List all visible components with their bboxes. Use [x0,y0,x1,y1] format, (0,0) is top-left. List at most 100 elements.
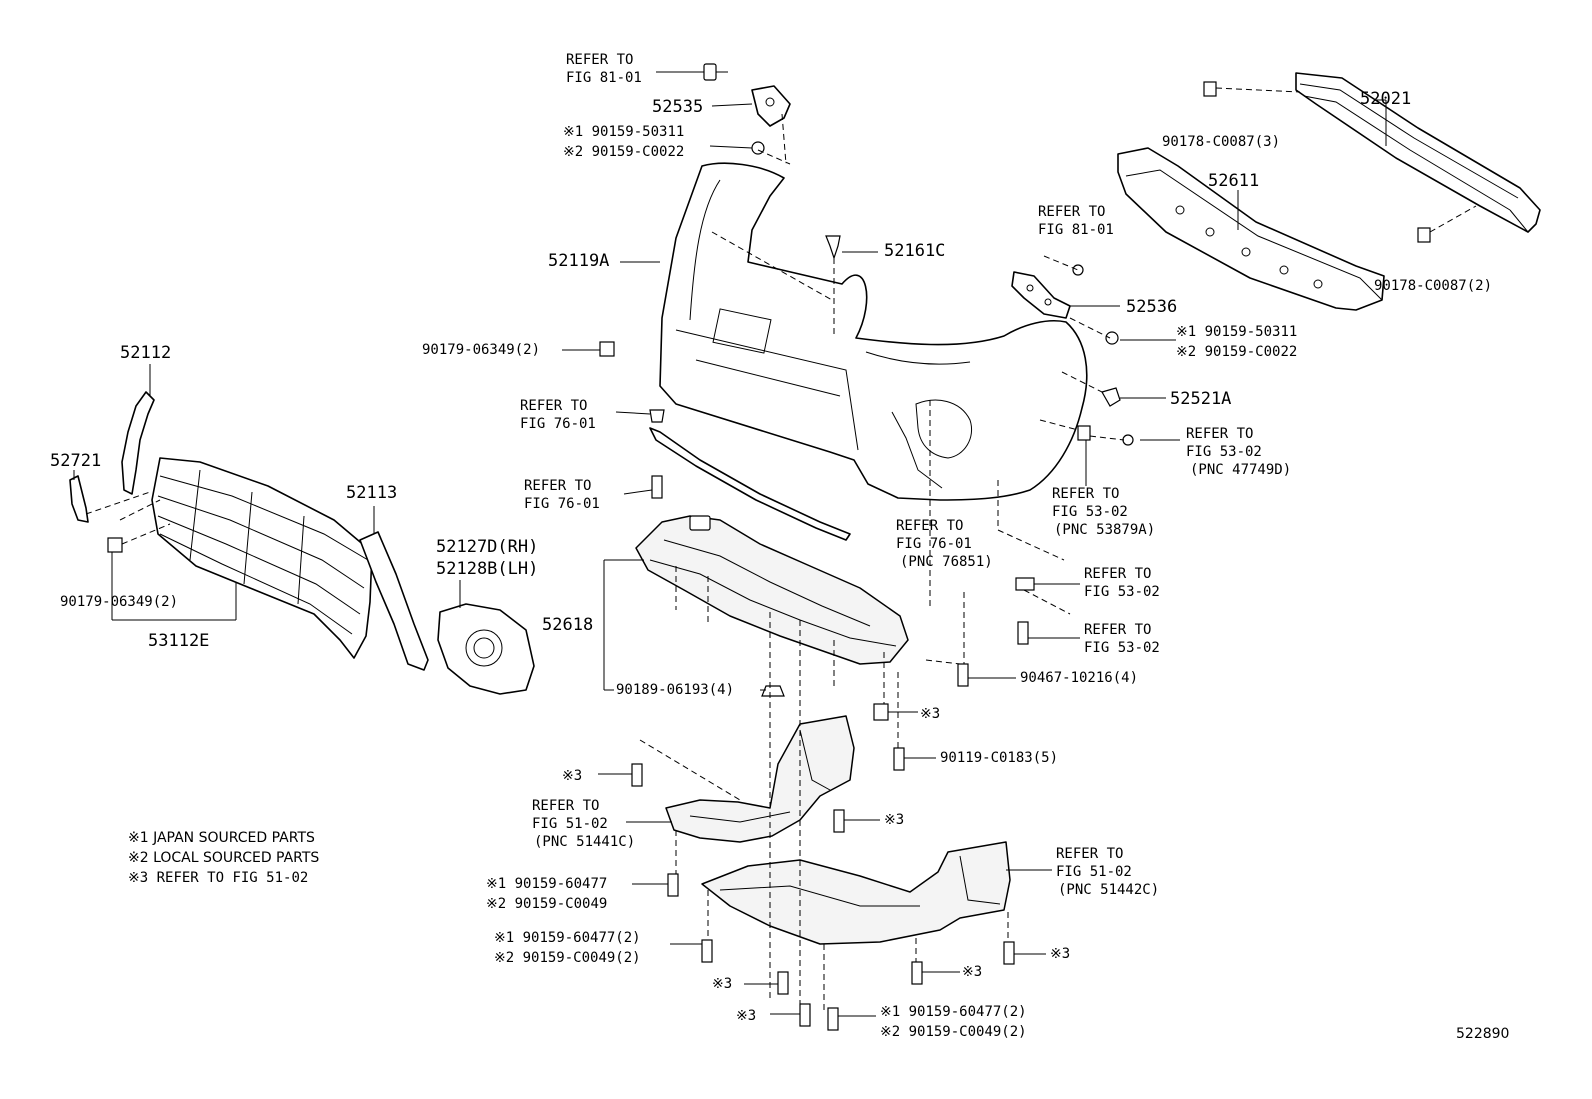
part-51442C-cover [701,841,1011,945]
label: 90178-C0087(3) [1162,134,1280,150]
part-52127D-fog-cover [437,603,535,695]
label: ※3 [712,976,732,992]
bolt-icon [799,1003,811,1027]
label: (PNC 51442C) [1058,882,1159,898]
label: FIG 76-01 [520,416,596,432]
label: 52127D(RH) [436,537,538,557]
bolt-icon [703,63,728,81]
label: 52536 [1126,297,1177,317]
label: REFER TO [1052,486,1119,502]
label: 52611 [1208,171,1259,191]
bolt-icon [833,809,845,833]
label: ※2 90159-C0049(2) [880,1024,1027,1040]
label: FIG 53-02 [1084,584,1160,600]
label: ※2 90159-C0022 [1176,344,1297,360]
clip-icon [761,685,785,697]
label: (PNC 51441C) [534,834,635,850]
label: 90467-10216(4) [1020,670,1138,686]
labels: REFER TO FIG 81-01 52535 ※1 90159-50311 … [50,52,1509,1042]
label: 52521A [1170,389,1231,409]
nut-icon [1105,331,1119,345]
bolt-icon [631,763,643,787]
bolt-icon [651,475,663,499]
label: FIG 53-02 [1186,444,1262,460]
clip-icon [599,341,615,357]
label: FIG 51-02 [532,816,608,832]
label: ※3 [1050,946,1070,962]
label: 52021 [1360,89,1411,109]
label: ※1 90159-50311 [563,124,684,140]
label: ※2 90159-C0049 [486,896,607,912]
bolt-icon [1122,434,1134,446]
label: (PNC 53879A) [1054,522,1155,538]
label: 53112E [148,631,209,651]
bolt-icon [667,873,679,897]
part-52536-bracket [1011,271,1071,319]
clip-icon [825,235,841,260]
label: ※2 90159-C0049(2) [494,950,641,966]
label: FIG 76-01 [524,496,600,512]
label: ※1 90159-60477(2) [880,1004,1027,1020]
bolt-icon [893,747,905,771]
bolt-icon [827,1007,839,1031]
bolt-icon [701,939,713,963]
bolt-icon [1003,941,1015,965]
label: 52113 [346,483,397,503]
label: FIG 51-02 [1056,864,1132,880]
nut-icon [1417,227,1431,243]
label: ※1 90159-60477 [486,876,607,892]
part-52618-cover [635,515,909,665]
label: FIG 81-01 [1038,222,1114,238]
fasteners [107,63,1431,1031]
part-51441C-guard [665,715,855,843]
label: 90179-06349(2) [60,594,178,610]
clip-icon [1015,577,1035,591]
clip-icon [649,409,665,423]
bolt-icon [777,971,789,995]
legend-note: ※3 REFER TO FIG 51-02 [128,870,308,886]
label: FIG 81-01 [566,70,642,86]
bolt-icon [1077,425,1091,441]
label: ※3 [884,812,904,828]
part-52721 [69,475,89,523]
label: ※3 [962,964,982,980]
label: REFER TO [532,798,599,814]
legend-note: ※2 LOCAL SOURCED PARTS [128,850,319,866]
label: (PNC 47749D) [1190,462,1291,478]
label: ※1 90159-50311 [1176,324,1297,340]
part-52112-strip [121,391,155,495]
label: 52618 [542,615,593,635]
label: 52119A [548,251,609,271]
label: (PNC 76851) [900,554,993,570]
label: REFER TO [520,398,587,414]
label: ※3 [562,768,582,784]
diagram-code: 522890 [1456,1026,1509,1042]
label: ※3 [736,1008,756,1024]
label: 52112 [120,343,171,363]
label: REFER TO [524,478,591,494]
dash-lines [85,87,1477,1010]
label: 90179-06349(2) [422,342,540,358]
label: FIG 53-02 [1052,504,1128,520]
part-52535-bracket [751,85,791,127]
nut-icon [1203,81,1217,97]
label: 52721 [50,451,101,471]
part-52021-reinforcement [1295,72,1541,233]
bolt-icon [1072,264,1084,276]
bolt-icon [911,961,923,985]
label: ※3 [920,706,940,722]
label: 90178-C0087(2) [1374,278,1492,294]
label: FIG 53-02 [1084,640,1160,656]
label: REFER TO [1056,846,1123,862]
label: 52128B(LH) [436,559,538,579]
part-52113-strip [359,531,429,671]
clip-icon [107,537,123,553]
bolt-icon [957,663,969,687]
label: FIG 76-01 [896,536,972,552]
label: ※2 90159-C0022 [563,144,684,160]
part-52611-absorber [1117,147,1385,311]
label: REFER TO [1186,426,1253,442]
label: 90119-C0183(5) [940,750,1058,766]
label: REFER TO [1084,622,1151,638]
